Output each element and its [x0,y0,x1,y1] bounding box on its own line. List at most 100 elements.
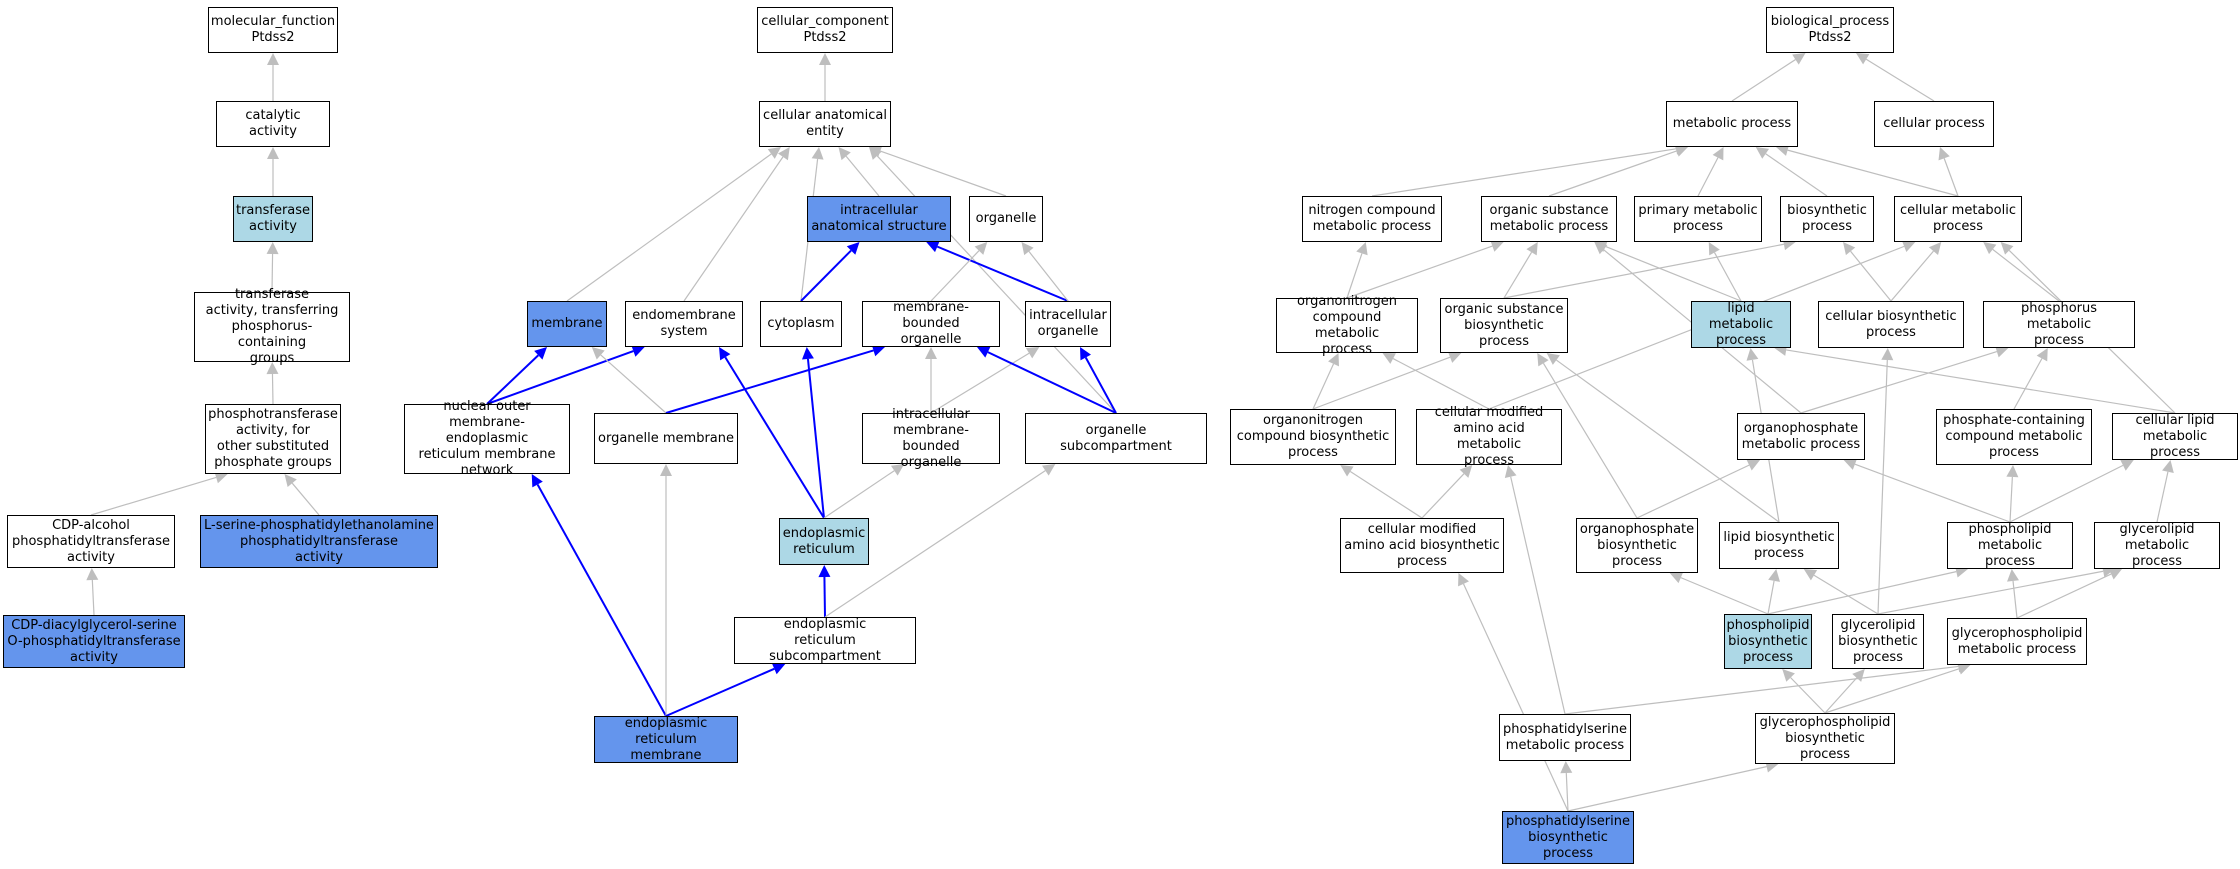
node-organophosphate-biosynthetic[interactable]: organophosphate biosynthetic process [1576,518,1698,573]
edge-phospholipid_met-to-organophos_met [1854,463,2011,523]
edge-ias-to-cae [845,155,880,197]
node-lserine-pe-phosphatidyltransferase[interactable]: L-serine-phosphatidylethanolamine phosph… [200,515,438,568]
arrowhead-glycerolipid_bio-to-lipid_bio [1803,569,1818,581]
node-phospholipid-metabolic[interactable]: phospholipid metabolic process [1947,522,2073,569]
arrowhead-er-to-cytoplasm [801,347,814,360]
edge-glycerolipid_met-to-cell_lipid_met [2156,471,2169,523]
node-cytoplasm[interactable]: cytoplasm [760,301,842,347]
node-glycerolipid-metabolic[interactable]: glycerolipid metabolic process [2094,522,2220,569]
node-glycerophospholipid-metabolic[interactable]: glycerophospholipid metabolic process [1947,618,2087,665]
arrowhead-biosynthetic-to-metabolic [1755,147,1770,159]
node-organelle-membrane[interactable]: organelle membrane [594,413,738,464]
edge-organonitrogen_bio-to-org_subst_bio [1312,356,1451,410]
node-cellular-component-root[interactable]: cellular_component Ptdss2 [757,7,893,53]
node-cdp-diacylglycerol-serine[interactable]: CDP-diacylglycerol-serine O-phosphatidyl… [3,615,185,668]
node-glycerolipid-biosynthetic[interactable]: glycerolipid biosynthetic process [1832,614,1924,669]
arrowhead-metabolic-to-bp_root [1792,53,1806,65]
node-transferase-activity[interactable]: transferase activity [233,196,313,242]
node-cellular-biosynthetic[interactable]: cellular biosynthetic process [1818,301,1964,348]
arrowhead-cell_bio-to-biosynthetic [1843,242,1856,256]
edge-ps_bio-to-gpl_bio [1567,766,1767,812]
arrowhead-cdp_dag-to-cdp_alcohol [86,568,99,581]
node-er-subcompartment[interactable]: endoplasmic reticulum subcompartment [734,617,916,664]
arrowhead-cytoplasm-to-cae [811,147,824,160]
node-intracellular-membrane-bounded-organelle[interactable]: intracellular membrane-bounded organelle [862,407,1000,470]
arrowhead-er_membrane-to-nuclear_outer [531,474,543,488]
edge-biosynthetic-to-metabolic [1765,153,1828,197]
node-endoplasmic-reticulum[interactable]: endoplasmic reticulum [779,518,869,565]
arrowhead-phosphorus_met-to-cell_met [1983,242,1997,255]
node-organelle-subcompartment[interactable]: organelle subcompartment [1025,413,1207,464]
edge-ps_met-to-glycerophospholipid_met [1564,665,1959,715]
node-phosphotransferase-activity[interactable]: phosphotransferase activity, for other s… [205,404,341,474]
node-endomembrane-system[interactable]: endomembrane system [625,301,743,347]
arrowhead-glycerolipid_met-to-cell_lipid_met [2162,460,2174,474]
node-organonitrogen-compound-biosynthetic[interactable]: organonitrogen compound biosynthetic pro… [1230,409,1396,465]
arrowhead-phospholipid_bio-to-lipid_bio [1768,569,1780,582]
node-cellular-lipid-metabolic[interactable]: cellular lipid metabolic process [2112,413,2238,460]
node-molecular-function-root[interactable]: molecular_function Ptdss2 [208,7,338,53]
edge-nuclear_outer-to-endomembrane [486,350,634,405]
edge-mbo-to-organelle [930,250,980,302]
edge-ps_met-to-cmaa_met [1510,476,1566,715]
node-cdp-alcohol-phosphatidyltransferase[interactable]: CDP-alcohol phosphatidyltransferase acti… [7,515,175,568]
node-organic-substance-biosynthetic[interactable]: organic substance biosynthetic process [1440,298,1568,353]
edge-phosphate_cont-to-phosphorus_met [2013,358,2043,410]
node-phosphorus-metabolic[interactable]: phosphorus metabolic process [1983,301,2135,348]
node-lipid-metabolic[interactable]: lipid metabolic process [1691,301,1791,348]
arrowhead-cytoplasm-to-ias [846,242,860,255]
node-phosphatidylserine-biosynthetic[interactable]: phosphatidylserine biosynthetic process [1502,811,1634,864]
node-metabolic-process[interactable]: metabolic process [1666,101,1798,147]
edge-er-to-cytoplasm [806,358,825,519]
edge-cmaa_bio-to-cmaa_met [1421,473,1465,519]
node-phospholipid-biosynthetic[interactable]: phospholipid biosynthetic process [1724,614,1812,669]
arrowhead-org_subcomp-to-intra_org [1080,347,1092,361]
node-phosphate-containing-compound-metabolic[interactable]: phosphate-containing compound metabolic … [1936,409,2092,465]
node-nitrogen-compound-metabolic[interactable]: nitrogen compound metabolic process [1302,196,1442,242]
arrowhead-org_membrane-to-membrane [591,347,605,360]
node-lipid-biosynthetic[interactable]: lipid biosynthetic process [1719,522,1839,569]
node-organophosphate-metabolic[interactable]: organophosphate metabolic process [1737,413,1865,460]
edge-ps_bio-to-ps_met [1565,772,1569,812]
node-cellular-process[interactable]: cellular process [1874,101,1994,147]
node-cellular-modified-amino-acid-metabolic[interactable]: cellular modified amino acid metabolic p… [1416,405,1562,468]
arrowhead-phospholipid_met-to-cell_lipid_met [2120,460,2134,471]
node-organic-substance-metabolic[interactable]: organic substance metabolic process [1481,196,1617,242]
arrowhead-cae-to-cc_root [819,53,831,65]
arrowhead-org_subcomp-to-cae [869,147,882,160]
node-cellular-anatomical-entity[interactable]: cellular anatomical entity [759,101,891,147]
arrowhead-mbo-to-organelle [974,242,988,255]
arrowhead-org_subst_met-to-metabolic [1674,145,1688,157]
node-intracellular-anatomical-structure[interactable]: intracellular anatomical structure [807,196,951,242]
node-primary-metabolic[interactable]: primary metabolic process [1634,196,1762,242]
node-cellular-metabolic[interactable]: cellular metabolic process [1894,196,2022,242]
node-catalytic-activity[interactable]: catalytic activity [216,101,330,147]
arrowhead-membrane-to-cae [767,147,781,159]
node-cellular-modified-amino-acid-biosynthetic[interactable]: cellular modified amino acid biosyntheti… [1340,518,1504,573]
node-biosynthetic-process[interactable]: biosynthetic process [1780,196,1874,242]
node-organelle[interactable]: organelle [969,196,1043,242]
edge-er-to-intra_mbo [823,470,895,519]
node-transferase-phosphorus-groups[interactable]: transferase activity, transferring phosp… [194,287,350,366]
node-nuclear-outer-membrane-er-network[interactable]: nuclear outer membrane-endoplasmic retic… [404,399,570,478]
arrowhead-organophos_met-to-phosphorus_met [1995,345,2009,358]
edge-er-to-endomembrane [724,356,825,519]
node-glycerophospholipid-biosynthetic[interactable]: glycerophospholipid biosynthetic process [1755,713,1895,764]
arrowhead-cmaa_met-to-organonitrogen_met [1382,353,1396,364]
node-membrane[interactable]: membrane [527,301,607,347]
edge-org_membrane-to-membrane [600,354,667,414]
arrowhead-cmaa_met-to-cell_met [1901,240,1916,252]
node-er-membrane[interactable]: endoplasmic reticulum membrane [594,716,738,763]
arrowhead-er_membrane-to-org_membrane [660,464,672,476]
node-organonitrogen-compound-metabolic[interactable]: organonitrogen compound metabolic proces… [1276,294,1418,357]
node-intracellular-organelle[interactable]: intracellular organelle [1025,301,1111,347]
node-membrane-bounded-organelle[interactable]: membrane-bounded organelle [862,300,1000,347]
arrowhead-cellular_proc-to-bp_root [1856,53,1870,65]
edge-organophos_bio-to-org_subst_bio [1542,362,1638,519]
node-phosphatidylserine-metabolic[interactable]: phosphatidylserine metabolic process [1499,714,1631,761]
arrowhead-er-to-intra_mbo [890,464,905,476]
node-biological-process-root[interactable]: biological_process Ptdss2 [1766,7,1894,53]
arrowhead-nuclear_outer-to-membrane [534,347,547,360]
arrowhead-organonitrogen_bio-to-org_subst_bio [1447,351,1462,363]
